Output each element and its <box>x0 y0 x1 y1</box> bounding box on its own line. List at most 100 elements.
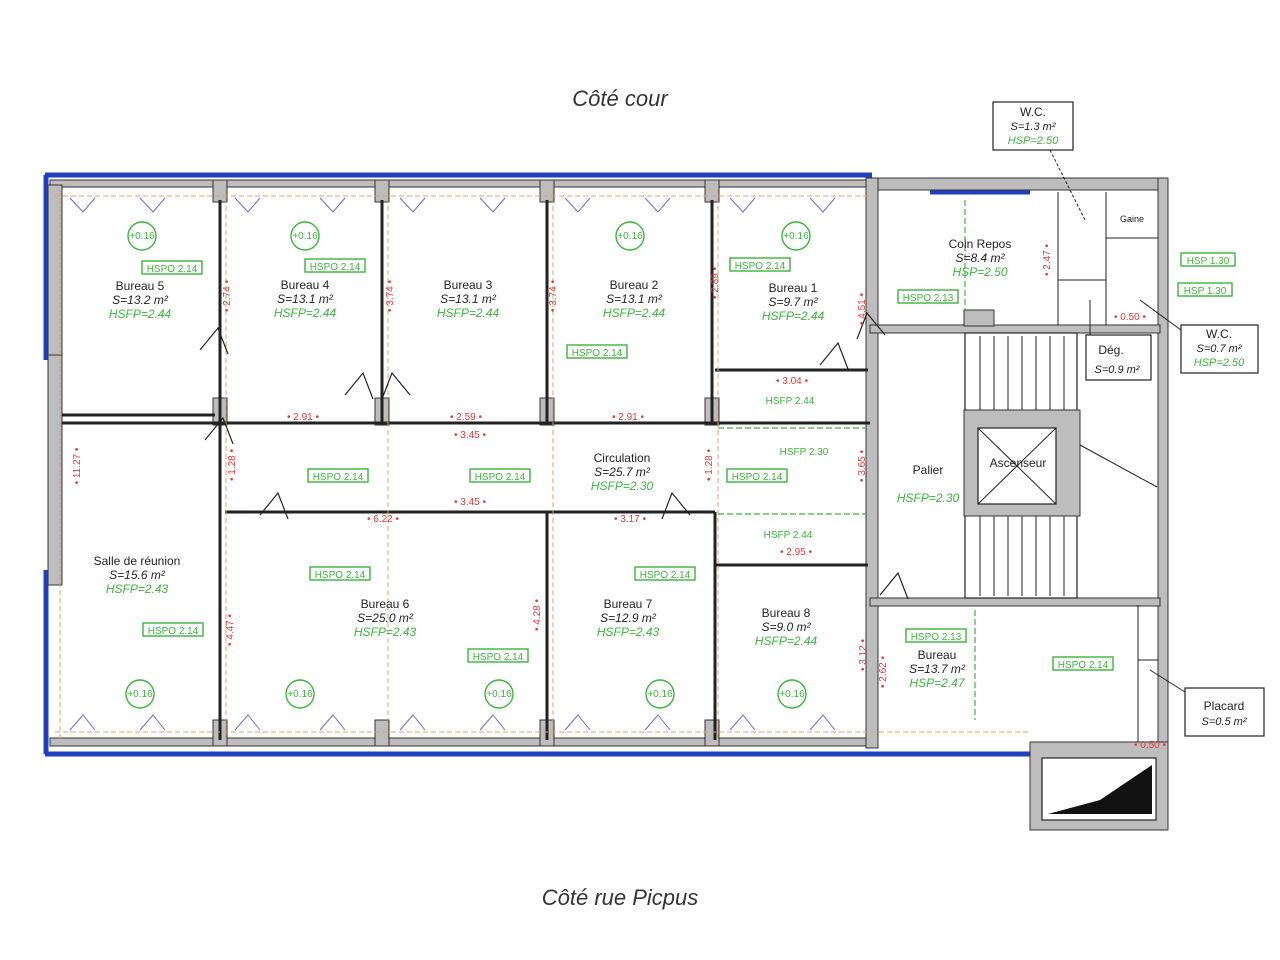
dimension-label: • 2.59 • <box>450 412 483 423</box>
partitions <box>62 192 1158 742</box>
room-name: Bureau 6 <box>361 597 410 611</box>
room-height: HSFP=2.43 <box>106 582 169 596</box>
level-mark: +0.16 <box>290 221 320 251</box>
room-area: S=8.4 m² <box>955 251 1005 265</box>
room-height: HSFP=2.43 <box>354 625 417 639</box>
door-swing-icon <box>344 371 374 400</box>
height-tag-text: HSPO 2.14 <box>315 570 366 581</box>
level-mark: +0.16 <box>777 679 807 709</box>
callout-placard-name: Placard <box>1204 699 1245 713</box>
room-height: HSFP=2.44 <box>755 634 818 648</box>
level-mark-text: +0.16 <box>127 689 153 700</box>
height-tag: HSPO 2.13 <box>897 289 959 304</box>
reference-lines <box>55 190 1030 740</box>
open-height-label: HSFP 2.30 <box>780 447 829 458</box>
height-tag: HSPO 2.14 <box>729 257 791 272</box>
dimension-label: • 3.04 • <box>776 376 809 387</box>
door-swing-icon <box>856 311 886 340</box>
callout-wc2-area: S=0.7 m² <box>1197 343 1242 355</box>
room-area: S=13.1 m² <box>277 292 334 306</box>
room-name: Bureau 2 <box>610 278 659 292</box>
level-mark-text: +0.16 <box>617 231 643 242</box>
dimension-label: • 3.65 • <box>857 449 868 482</box>
level-mark-text: +0.16 <box>486 689 512 700</box>
level-mark-text: +0.16 <box>287 689 313 700</box>
callout-deg-name: Dég. <box>1098 343 1123 357</box>
height-tag-text: HSPO 2.14 <box>473 652 524 663</box>
room-name: Circulation <box>594 451 651 465</box>
room-area: S=13.1 m² <box>440 292 497 306</box>
dimension-label: • 3.74 • <box>548 279 559 312</box>
dimension-label: • 4.47 • <box>225 613 236 646</box>
door-swing-icon <box>879 571 909 600</box>
door-swing-icon <box>259 491 289 520</box>
room-name: Salle de réunion <box>94 554 181 568</box>
staircase <box>963 332 1158 599</box>
room-area: S=13.2 m² <box>112 293 169 307</box>
room-height: HSFP=2.30 <box>897 491 960 505</box>
room-name: Bureau 5 <box>116 279 165 293</box>
orientation-bottom-label: Côté rue Picpus <box>542 885 699 910</box>
height-tag-text: HSPO 2.14 <box>572 348 623 359</box>
room-height: HSP=2.47 <box>909 676 965 690</box>
dimension-label: • 1.28 • <box>704 448 715 481</box>
dimension-label: • 2.91 • <box>287 412 320 423</box>
height-tag: HSP 1.30 <box>1177 282 1233 297</box>
dimension-label: • 2.95 • <box>780 547 813 558</box>
door-swing-icon <box>381 371 411 400</box>
callout-wc2-height: HSP=2.50 <box>1194 357 1245 369</box>
height-tag: HSPO 2.14 <box>307 468 369 483</box>
open-height-label: HSFP 2.44 <box>764 530 813 541</box>
callout-wc2-name: W.C. <box>1206 327 1232 341</box>
dimension-label: • 6.22 • <box>367 514 400 525</box>
height-tag-text: HSPO 2.14 <box>310 262 361 273</box>
level-mark: +0.16 <box>645 679 675 709</box>
height-tag: HSPO 2.14 <box>304 258 366 273</box>
room-area: S=12.9 m² <box>600 611 657 625</box>
room-height: HSFP=2.44 <box>274 306 337 320</box>
height-tag-text: HSP 1.30 <box>1184 286 1227 297</box>
height-tag: HSPO 2.13 <box>905 628 967 643</box>
callout-placard-area: S=0.5 m² <box>1202 716 1247 728</box>
height-tag: HSPO 2.14 <box>566 344 628 359</box>
height-tag-text: HSPO 2.13 <box>911 632 962 643</box>
level-mark-text: +0.16 <box>129 231 155 242</box>
height-tag-text: HSPO 2.13 <box>903 293 954 304</box>
room-name: Bureau 4 <box>281 278 330 292</box>
dimension-label: • 2.47 • <box>1042 243 1053 276</box>
level-marks: +0.16 +0.16 +0.16 +0.16 +0.16 +0.16 +0.16 +0.16… <box>125 221 811 709</box>
room-name: Bureau 8 <box>762 606 811 620</box>
height-tag-text: HSP 1.30 <box>1187 256 1230 267</box>
room-name: Bureau 1 <box>769 281 818 295</box>
dimension-label: • 2.89 • <box>710 266 721 299</box>
dimension-label: • 11.27 • <box>72 447 83 484</box>
dimension-label: • 3.17 • <box>614 514 647 525</box>
room-area: S=9.7 m² <box>768 295 818 309</box>
height-tag: HSPO 2.14 <box>142 622 204 637</box>
room-height: HSFP=2.44 <box>437 306 500 320</box>
height-tag-text: HSPO 2.14 <box>148 626 199 637</box>
room-area: S=25.7 m² <box>594 465 651 479</box>
gaine-label: Gaine <box>1120 214 1144 224</box>
level-mark: +0.16 <box>781 221 811 251</box>
dimension-label: • 3.45 • <box>454 497 487 508</box>
dimension-label: • 3.74 • <box>385 279 396 312</box>
height-tag-text: HSPO 2.14 <box>640 570 691 581</box>
room-height: HSFP=2.44 <box>762 309 825 323</box>
room-name: Bureau 7 <box>604 597 653 611</box>
dimension-label: • 1.28 • <box>227 448 238 481</box>
